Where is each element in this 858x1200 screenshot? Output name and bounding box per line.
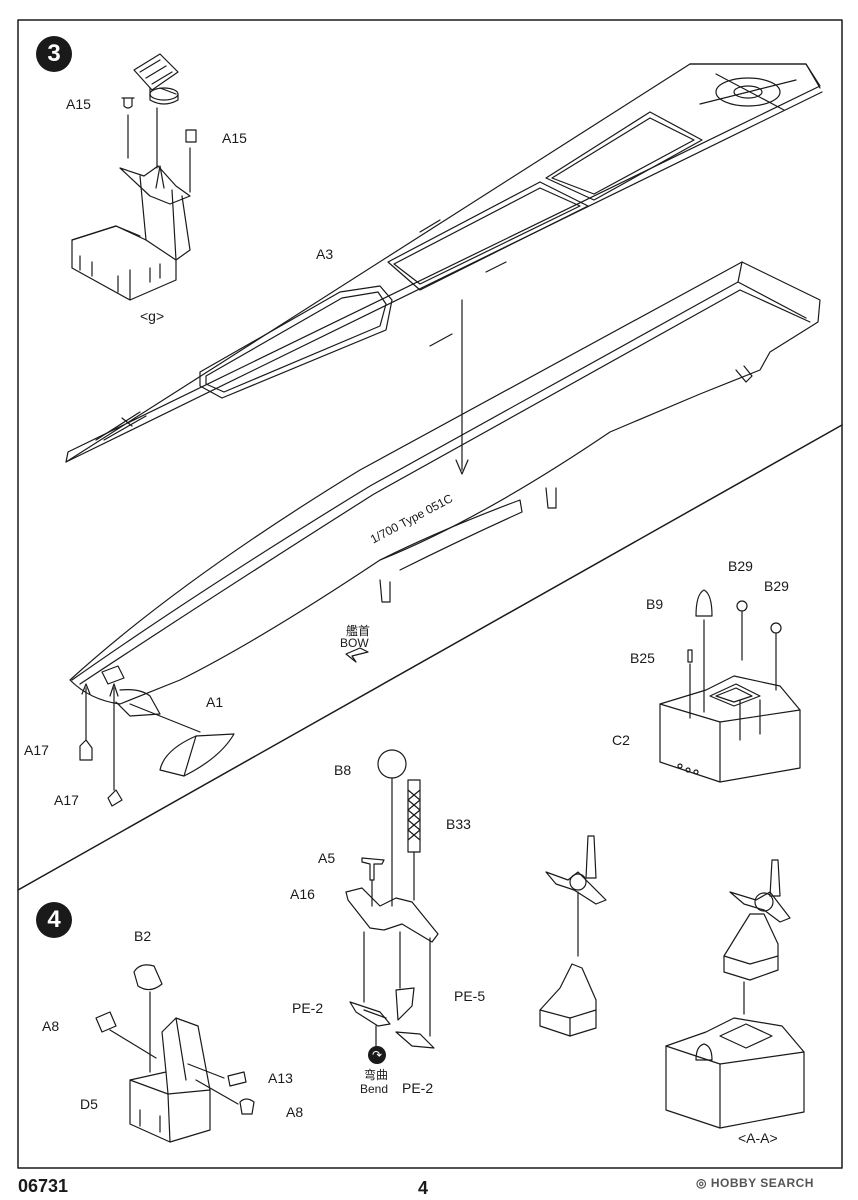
radar-assembly-mid (539, 835, 607, 1037)
part-label-a5: A5 (318, 850, 336, 866)
part-label-b8: B8 (334, 762, 352, 778)
part-label-pe2: PE-2 (292, 1000, 324, 1016)
product-code: 06731 (18, 1176, 69, 1196)
radar-assembly-aa (665, 859, 805, 1129)
part-label-a8: A8 (286, 1104, 304, 1120)
bow-label: BOW (340, 636, 369, 650)
part-label-a3: A3 (316, 246, 334, 262)
part-label-a16: A16 (290, 886, 315, 902)
superstructure-d5 (95, 964, 255, 1143)
sonar-part-a1 (129, 703, 235, 777)
part-label-a17: A17 (54, 792, 79, 808)
bend-label: Bend (360, 1082, 389, 1096)
part-label-b29: B29 (728, 558, 753, 574)
hull-part (69, 261, 821, 717)
superstructure-c2 (659, 589, 801, 783)
part-label-a13: A13 (268, 1070, 293, 1086)
part-label-a15: A15 (222, 130, 247, 146)
assembly-caption-aa: <A-A> (738, 1130, 778, 1146)
step-number-badge: 4 (36, 902, 72, 938)
part-label-pe5: PE-5 (454, 988, 486, 1004)
mast-assembly-center (345, 749, 439, 1049)
part-label-b9: B9 (646, 596, 664, 612)
part-label-c2: C2 (612, 732, 630, 748)
bow-label-jp: 艦首 (346, 624, 371, 638)
part-label-a8: A8 (42, 1018, 60, 1034)
hobby-search-logo-icon: ◎ (696, 1176, 711, 1190)
part-label-a15: A15 (66, 96, 91, 112)
part-label-b2: B2 (134, 928, 152, 944)
part-label-b29: B29 (764, 578, 789, 594)
mast-assembly-g (71, 53, 197, 301)
part-label-pe2: PE-2 (402, 1080, 434, 1096)
bend-label-jp: 弯曲 (364, 1068, 389, 1082)
page-number: 4 (418, 1178, 429, 1198)
deck-part-a3 (65, 63, 823, 463)
assembly-caption-g: <g> (140, 308, 165, 324)
part-label-a17: A17 (24, 742, 49, 758)
part-label-a1: A1 (206, 694, 224, 710)
watermark-label: HOBBY SEARCH (710, 1176, 814, 1190)
anchor-parts-a17 (79, 683, 123, 807)
bow-arrow-icon (345, 647, 369, 663)
watermark-text: ◎ HOBBY SEARCH (696, 1176, 814, 1190)
part-label-d5: D5 (80, 1096, 98, 1112)
bend-icon: ↷ (368, 1046, 386, 1064)
part-label-b33: B33 (446, 816, 471, 832)
page-frame (17, 19, 843, 1169)
step-number-badge: 3 (36, 36, 72, 72)
part-label-b25: B25 (630, 650, 655, 666)
